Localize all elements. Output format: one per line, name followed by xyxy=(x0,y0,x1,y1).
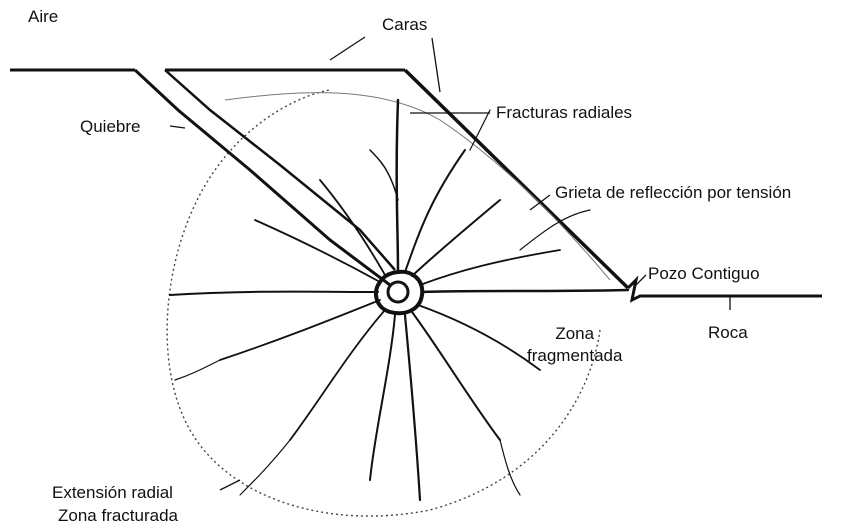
label-fracturas-radiales: Fracturas radiales xyxy=(496,103,632,123)
radial-fracture xyxy=(500,440,520,495)
leader-extension xyxy=(220,480,240,490)
radial-fracture xyxy=(170,292,378,295)
leader-caras-right xyxy=(432,38,440,92)
label-pozo-contiguo: Pozo Contiguo xyxy=(648,264,760,284)
wedge-left-edge xyxy=(165,70,395,270)
leader-quiebre xyxy=(170,126,185,128)
radial-fracture xyxy=(240,440,290,495)
label-zona-fragmentada-line1: Zona xyxy=(527,323,622,345)
radial-fracture xyxy=(412,312,500,440)
label-quiebre: Quiebre xyxy=(80,117,140,137)
leader-caras-left xyxy=(330,37,365,60)
quiebre-crack xyxy=(135,70,390,285)
radial-fracture xyxy=(370,315,395,480)
radial-fracture xyxy=(418,305,540,370)
radial-fracture xyxy=(422,290,628,292)
label-zona-fragmentada: Zona fragmentada xyxy=(527,323,622,367)
crushed-zone xyxy=(376,272,422,313)
leader-lines xyxy=(170,37,730,490)
radial-fracture xyxy=(405,150,465,272)
radial-fracture xyxy=(175,360,220,380)
label-caras: Caras xyxy=(382,15,427,35)
label-grieta-reflexion: Grieta de reflección por tensión xyxy=(555,183,791,203)
label-extension-radial: Extensión radial xyxy=(52,483,173,503)
radial-fracture xyxy=(370,150,398,200)
label-roca: Roca xyxy=(708,323,748,343)
radial-fracture xyxy=(320,180,385,275)
label-aire: Aire xyxy=(28,7,58,27)
label-zona-fragmentada-line2: fragmentada xyxy=(527,345,622,367)
radial-fracture xyxy=(405,315,420,500)
radial-fracture xyxy=(220,300,380,360)
label-zona-fracturada: Zona fracturada xyxy=(58,506,178,526)
radial-fracture xyxy=(397,100,398,272)
borehole xyxy=(388,282,408,302)
radial-fracture xyxy=(420,250,560,285)
